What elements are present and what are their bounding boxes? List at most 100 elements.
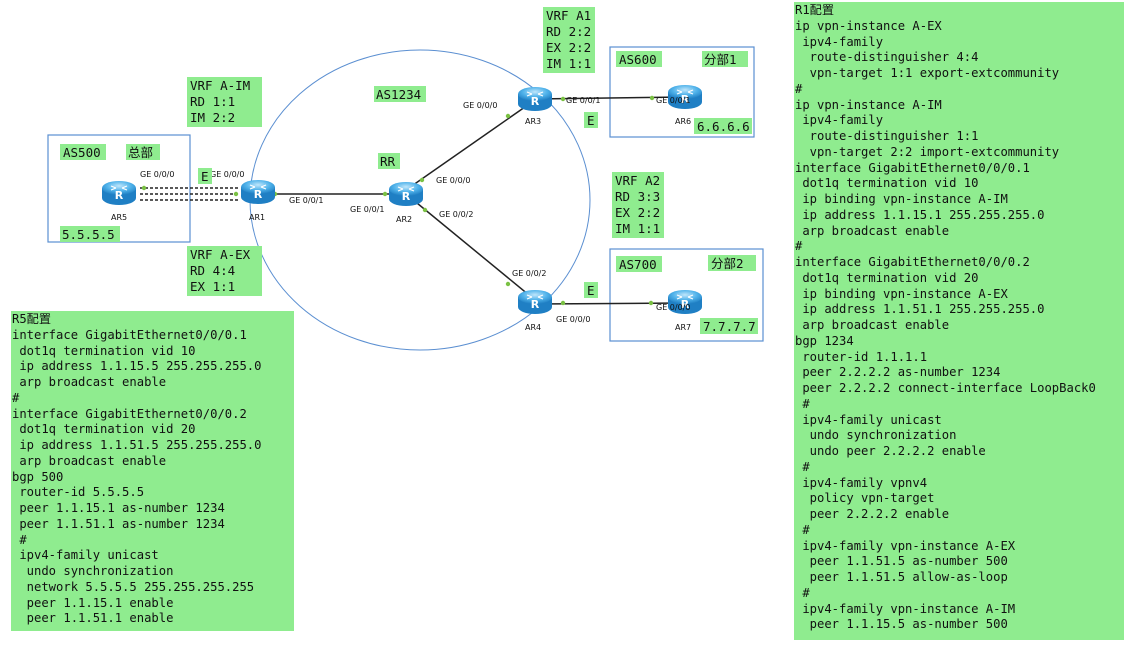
as1234-label: AS1234 bbox=[376, 87, 421, 102]
vrf-a1-line-4: IM 1:1 bbox=[546, 56, 591, 71]
as700-box bbox=[609, 248, 764, 342]
links bbox=[140, 96, 686, 305]
r5-config-line: arp broadcast enable bbox=[12, 375, 167, 389]
r1-config-line: ip vpn-instance A-EX bbox=[795, 18, 942, 33]
r1-config-line: # bbox=[795, 81, 803, 96]
ebgp-mark-ar1-bg bbox=[198, 168, 212, 184]
as700-name: 分部2 bbox=[711, 256, 744, 271]
port-label-ar1-ge001: GE 0/0/1 bbox=[289, 196, 323, 205]
vrf-a-im-line-3: IM 2:2 bbox=[190, 110, 235, 125]
link-ar3-ar6 bbox=[534, 96, 686, 100]
r1-config-line: arp broadcast enable bbox=[795, 223, 950, 238]
as500-name-bg bbox=[126, 144, 160, 160]
r1-config-line: undo synchronization bbox=[795, 428, 957, 443]
vrf-a2-line-4: IM 1:1 bbox=[615, 221, 660, 236]
r5-config-line: undo synchronization bbox=[12, 564, 174, 578]
rr-label-bg bbox=[378, 153, 400, 169]
vrf-a-ex-line-1: VRF A-EX bbox=[190, 247, 251, 262]
port-dots bbox=[141, 95, 655, 306]
as600-box bbox=[609, 46, 755, 138]
r5-config-line: ipv4-family unicast bbox=[12, 548, 159, 563]
r5-config-line: R5配置 bbox=[12, 312, 52, 326]
r1-config-line: dot1q termination vid 10 bbox=[795, 176, 979, 191]
as1234-label-bg bbox=[374, 86, 426, 102]
as600-label: AS600 bbox=[619, 52, 657, 67]
link-ar4-ar7 bbox=[534, 302, 686, 305]
r1-config-line: ip address 1.1.51.1 255.255.255.0 bbox=[795, 302, 1045, 317]
r1-config-line: ipv4-family vpn-instance A-EX bbox=[795, 538, 1016, 553]
r1-config-line: router-id 1.1.1.1 bbox=[795, 349, 928, 364]
r1-config-line: peer 2.2.2.2 connect-interface LoopBack0 bbox=[795, 381, 1096, 395]
as500-loopback-bg bbox=[60, 226, 120, 242]
port-label-ar1-ge000: GE 0/0/0 bbox=[210, 170, 244, 179]
r1-config-line: vpn-target 2:2 import-extcommunity bbox=[795, 144, 1060, 159]
router-name-ar2: AR2 bbox=[396, 215, 412, 224]
ebgp-mark-ar4: E bbox=[587, 283, 595, 298]
as600-loopback-bg bbox=[694, 118, 752, 134]
r1-config-line: vpn-target 1:1 export-extcommunity bbox=[795, 66, 1060, 80]
as700-loopback-bg bbox=[700, 318, 758, 334]
r5-config-line: interface GigabitEthernet0/0/0.2 bbox=[12, 406, 247, 421]
r5-config-line: ip address 1.1.51.5 255.255.255.0 bbox=[12, 438, 262, 452]
port-label-ar2-ge001: GE 0/0/1 bbox=[350, 205, 384, 214]
r1-config-line: route-distinguisher 4:4 bbox=[795, 50, 979, 65]
port-label-ar4-ge000: GE 0/0/0 bbox=[556, 315, 590, 324]
r1-config-line: # bbox=[795, 522, 810, 537]
as700-name-bg bbox=[708, 255, 756, 271]
vrf-a2-line-1: VRF A2 bbox=[615, 173, 660, 188]
as500-name: 总部 bbox=[128, 145, 153, 160]
router-ar1[interactable] bbox=[240, 179, 276, 205]
router-name-ar4: AR4 bbox=[525, 323, 541, 332]
rr-label: RR bbox=[380, 154, 396, 169]
r1-config-line: # bbox=[795, 585, 810, 600]
r1-config-line: peer 2.2.2.2 enable bbox=[795, 507, 950, 521]
r5-config-line: peer 1.1.51.1 enable bbox=[12, 611, 174, 626]
router-ar2[interactable] bbox=[388, 181, 424, 207]
as500-label: AS500 bbox=[63, 145, 101, 160]
r1-config-line: peer 1.1.51.5 allow-as-loop bbox=[795, 570, 1008, 584]
router-ar4[interactable] bbox=[517, 289, 553, 315]
r1-config-line: ip binding vpn-instance A-EX bbox=[795, 286, 1008, 301]
vrf-a-im-line-2: RD 1:1 bbox=[190, 94, 235, 109]
vrf-a2-box bbox=[612, 172, 664, 238]
r1-config-line: bgp 1234 bbox=[795, 333, 854, 348]
vrf-a-im-box bbox=[187, 77, 262, 127]
port-label-ar2-ge002: GE 0/0/2 bbox=[439, 210, 473, 219]
r5-config-line: arp broadcast enable bbox=[12, 453, 167, 468]
as700-label: AS700 bbox=[619, 257, 657, 272]
r1-config-line: ipv4-family vpnv4 bbox=[795, 475, 928, 490]
as500-label-bg bbox=[60, 144, 106, 160]
r1-config-line: ipv4-family bbox=[795, 34, 884, 49]
as600-name: 分部1 bbox=[704, 52, 737, 67]
r5-config-line: dot1q termination vid 20 bbox=[12, 422, 196, 437]
link-ar2-ar3 bbox=[405, 99, 536, 191]
vrf-a1-line-1: VRF A1 bbox=[546, 8, 591, 23]
r1-config-line: ip binding vpn-instance A-IM bbox=[795, 192, 1008, 206]
router-ar3[interactable] bbox=[517, 86, 553, 112]
r1-config-line: ip address 1.1.15.1 255.255.255.0 bbox=[795, 207, 1045, 222]
r1-config-line: peer 1.1.51.5 as-number 500 bbox=[795, 554, 1008, 569]
port-label-ar4-ge002: GE 0/0/2 bbox=[512, 269, 546, 278]
ebgp-mark-ar4-bg bbox=[584, 282, 598, 298]
router-ar5[interactable] bbox=[101, 180, 137, 206]
as700-label-bg bbox=[616, 256, 662, 272]
vrf-a-ex-line-2: RD 4:4 bbox=[190, 263, 235, 278]
router-name-ar7: AR7 bbox=[675, 323, 691, 332]
as600-label-bg bbox=[616, 51, 662, 67]
router-name-ar3: AR3 bbox=[525, 117, 541, 126]
r5-config-line: bgp 500 bbox=[12, 469, 64, 484]
port-label-ar6-ge001: GE 0/0/1 bbox=[656, 96, 690, 105]
vrf-a-ex-line-3: EX 1:1 bbox=[190, 279, 235, 294]
router-name-ar1: AR1 bbox=[249, 213, 265, 222]
r1-config-line: # bbox=[795, 459, 810, 474]
ebgp-mark-ar3-bg bbox=[584, 112, 598, 128]
vrf-a2-line-2: RD 3:3 bbox=[615, 189, 660, 204]
r1-config-line: # bbox=[795, 396, 810, 411]
r1-config-line: undo peer 2.2.2.2 enable bbox=[795, 444, 986, 458]
port-label-ar5-ge000: GE 0/0/0 bbox=[140, 170, 174, 179]
r1-config-line: ipv4-family bbox=[795, 113, 884, 128]
ebgp-mark-ar3: E bbox=[587, 113, 595, 128]
r1-config-line: ipv4-family unicast bbox=[795, 412, 942, 427]
